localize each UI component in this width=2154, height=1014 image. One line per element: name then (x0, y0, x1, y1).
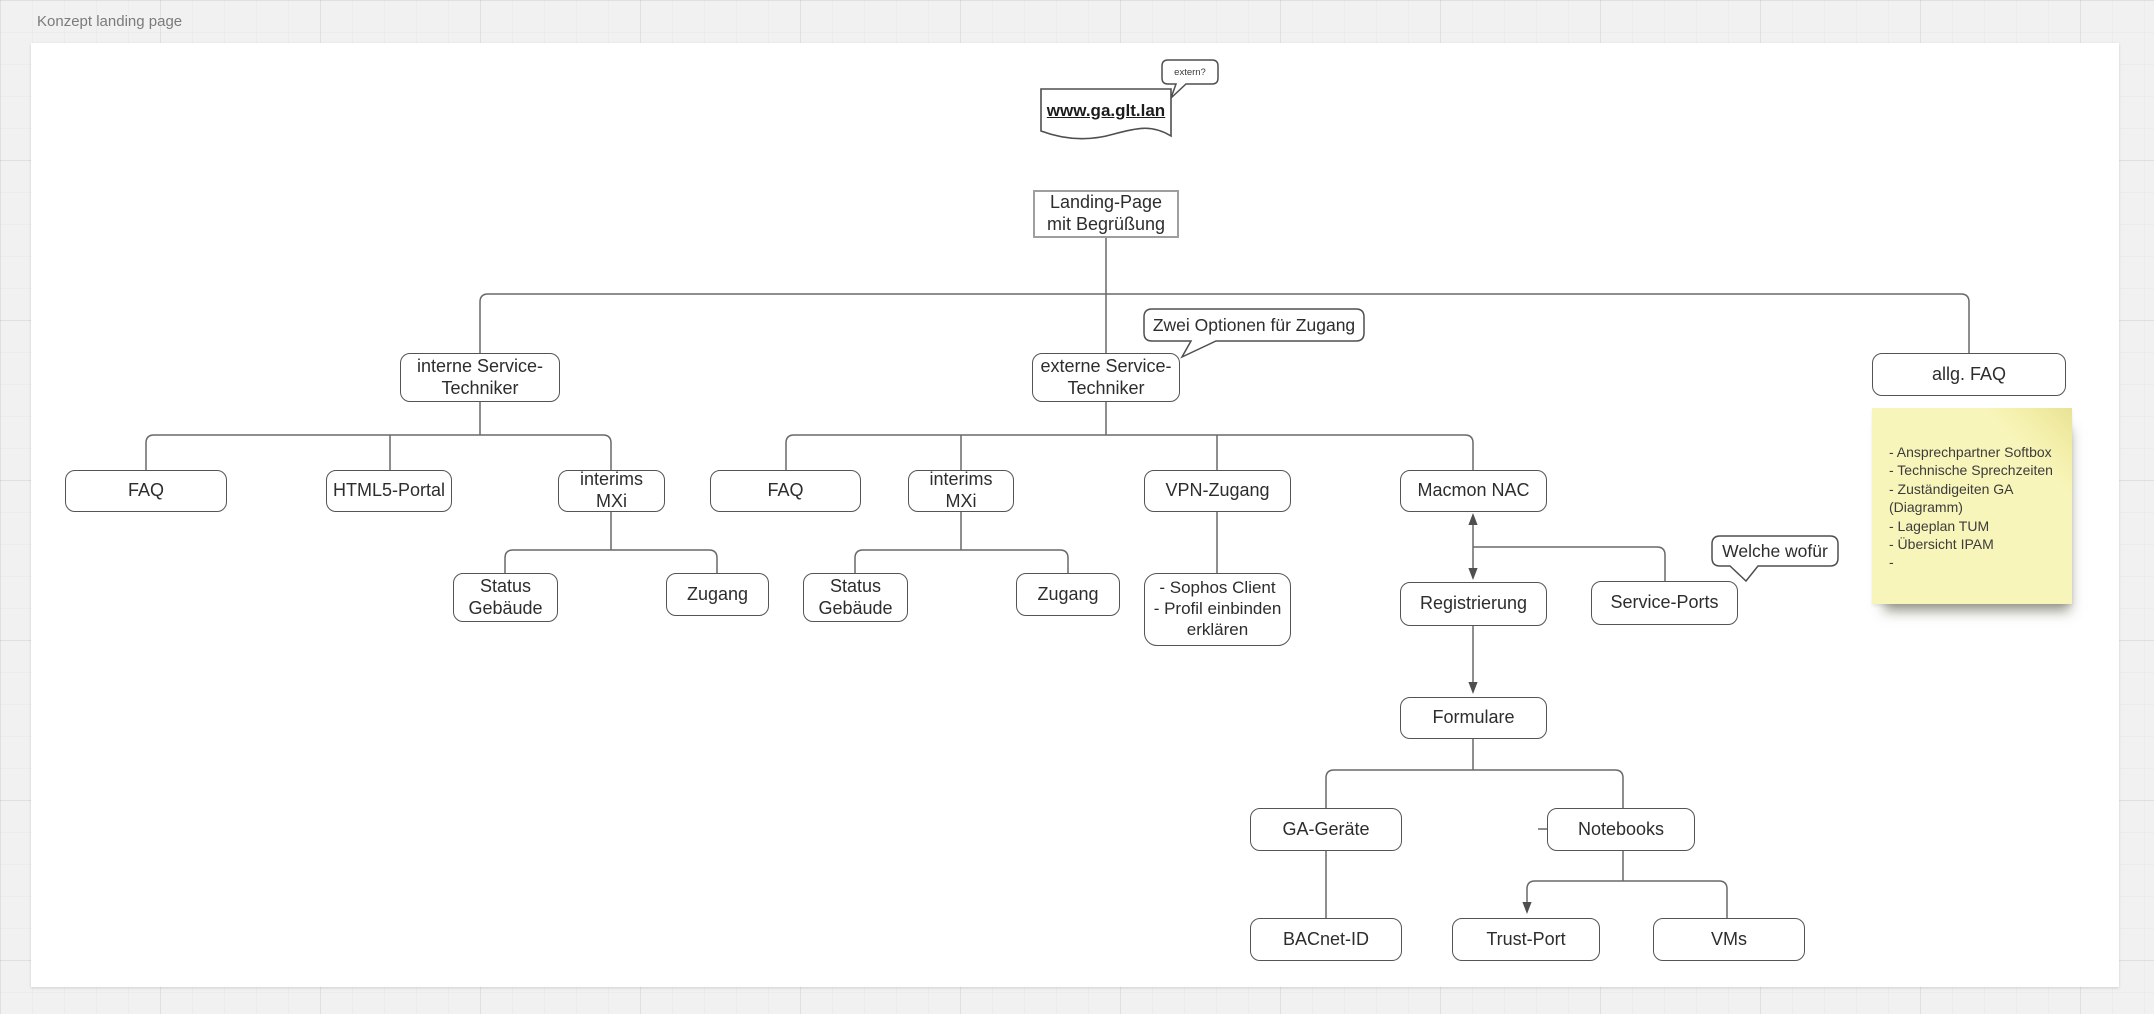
node-zugang-intern-label: Zugang (686, 583, 749, 604)
node-bacnet-id[interactable]: BACnet-ID (1250, 918, 1402, 961)
node-faq-extern-label: FAQ (767, 480, 804, 501)
node-vms[interactable]: VMs (1653, 918, 1805, 961)
node-interims-mxi-intern[interactable]: interims MXi (558, 469, 665, 512)
node-formulare[interactable]: Formulare (1400, 697, 1547, 739)
node-faq-extern[interactable]: FAQ (710, 470, 861, 512)
node-vpn-zugang[interactable]: VPN-Zugang (1144, 470, 1291, 512)
node-zugang-intern[interactable]: Zugang (666, 573, 769, 616)
node-status-gebaeude-extern[interactable]: Status Gebäude (803, 573, 908, 622)
node-url-label: www.ga.glt.lan (1046, 101, 1166, 120)
node-landing-page-label: Landing-Page mit Begrüßung (1046, 192, 1166, 234)
node-landing-page[interactable]: Landing-Page mit Begrüßung (1033, 190, 1179, 238)
node-formulare-label: Formulare (1432, 707, 1515, 728)
speech-bubble-shape (1161, 59, 1219, 99)
node-trust-port[interactable]: Trust-Port (1452, 918, 1600, 961)
node-interims-mxi-extern-label: interims MXi (929, 469, 993, 511)
node-html5-portal[interactable]: HTML5-Portal (326, 470, 452, 512)
node-zugang-extern[interactable]: Zugang (1016, 573, 1120, 616)
node-notebooks[interactable]: Notebooks (1547, 808, 1695, 851)
node-notebooks-label: Notebooks (1577, 818, 1665, 839)
node-interne-label: interne Service-Techniker (416, 355, 544, 398)
diagram-canvas[interactable] (31, 43, 2119, 987)
node-faq-intern-label: FAQ (127, 480, 164, 501)
node-ga-geraete-label: GA-Geräte (1282, 818, 1370, 839)
node-service-ports-label: Service-Ports (1610, 592, 1719, 613)
node-vpn-zugang-label: VPN-Zugang (1165, 480, 1270, 501)
node-externe-service-techniker[interactable]: externe Service-Techniker (1032, 353, 1180, 402)
node-interims-mxi-intern-label: interims MXi (579, 469, 643, 511)
node-faq-intern[interactable]: FAQ (65, 470, 227, 512)
node-registrierung-label: Registrierung (1419, 593, 1528, 614)
callout-welche-wofuer-label: Welche wofür (1722, 540, 1828, 561)
node-vms-label: VMs (1711, 928, 1747, 949)
callout-welche-wofuer[interactable]: Welche wofür (1711, 535, 1839, 583)
callout-zwei-optionen-label: Zwei Optionen für Zugang (1152, 314, 1356, 335)
node-macmon-nac[interactable]: Macmon NAC (1400, 470, 1547, 512)
node-bacnet-id-label: BACnet-ID (1282, 928, 1370, 949)
node-allg-faq[interactable]: allg. FAQ (1872, 353, 2066, 396)
sticky-note[interactable]: - Ansprechpartner Softbox - Technische S… (1872, 408, 2072, 604)
node-macmon-nac-label: Macmon NAC (1417, 480, 1530, 501)
node-externe-label: externe Service-Techniker (1040, 355, 1172, 398)
node-ga-geraete[interactable]: GA-Geräte (1250, 808, 1402, 851)
node-status-gebaeude-intern[interactable]: Status Gebäude (453, 573, 558, 622)
node-url-document[interactable]: www.ga.glt.lan (1040, 88, 1172, 140)
node-html5-portal-label: HTML5-Portal (332, 480, 446, 501)
node-service-ports[interactable]: Service-Ports (1591, 581, 1738, 625)
speech-bubble-shape (1143, 308, 1365, 359)
node-sophos-client-label: - Sophos Client - Profil einbinden erklä… (1153, 578, 1282, 639)
node-registrierung[interactable]: Registrierung (1400, 582, 1547, 626)
node-status-gebaeude-extern-label: Status Gebäude (818, 575, 893, 618)
callout-extern[interactable]: extern? (1161, 59, 1219, 99)
node-sophos-client[interactable]: - Sophos Client - Profil einbinden erklä… (1144, 573, 1291, 646)
sticky-note-text: - Ansprechpartner Softbox - Technische S… (1889, 444, 2053, 571)
speech-bubble-shape (1711, 535, 1839, 583)
node-allg-faq-label: allg. FAQ (1931, 363, 2007, 384)
node-interne-service-techniker[interactable]: interne Service-Techniker (400, 353, 560, 402)
node-status-gebaeude-intern-label: Status Gebäude (468, 575, 543, 618)
document-shape (1040, 88, 1172, 140)
page-title: Konzept landing page (37, 13, 183, 30)
callout-extern-label: extern? (1174, 66, 1206, 78)
node-interims-mxi-extern[interactable]: interims MXi (908, 469, 1014, 512)
node-trust-port-label: Trust-Port (1486, 928, 1566, 949)
callout-zwei-optionen[interactable]: Zwei Optionen für Zugang (1143, 308, 1365, 359)
node-zugang-extern-label: Zugang (1037, 583, 1099, 604)
